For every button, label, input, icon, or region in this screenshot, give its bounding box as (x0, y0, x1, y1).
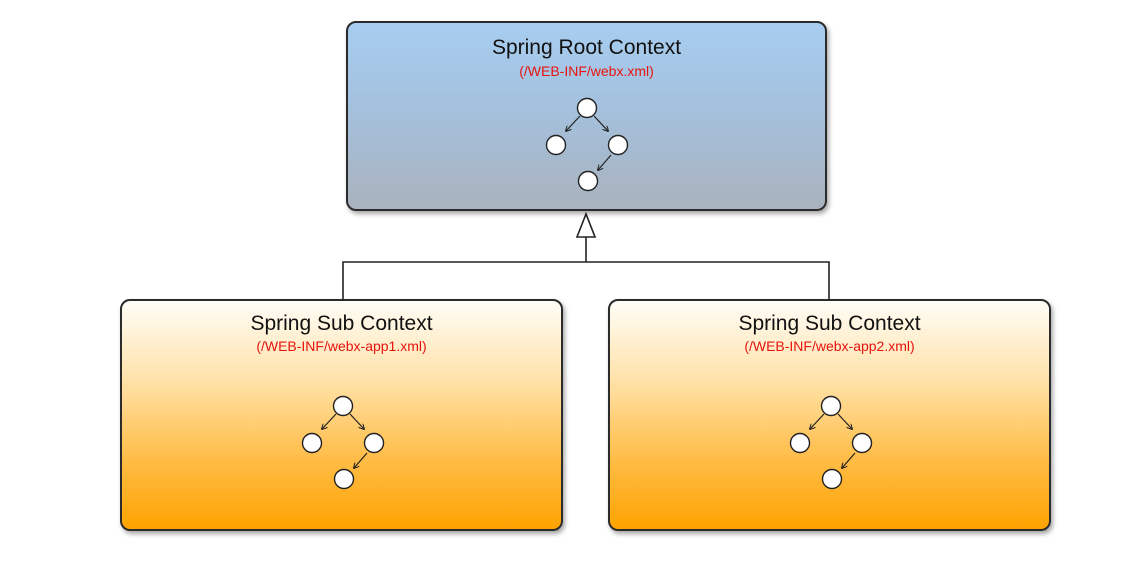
bean-node (820, 395, 842, 417)
bean-node (545, 134, 567, 156)
sub-context-box-app2: Spring Sub Context (/WEB-INF/webx-app2.x… (608, 299, 1051, 531)
root-context-config-path: (/WEB-INF/webx.xml) (519, 63, 654, 79)
sub-context-title: Spring Sub Context (738, 312, 921, 335)
bean-node (333, 468, 355, 490)
inheritance-arrowhead (575, 211, 597, 238)
bean-node (332, 395, 354, 417)
bean-node (576, 97, 598, 119)
bean-graph-icon (789, 395, 873, 490)
root-context-title: Spring Root Context (491, 36, 682, 59)
bean-node (577, 170, 599, 192)
bean-node (607, 134, 629, 156)
connector-line-sub1 (342, 261, 586, 299)
bean-node (363, 432, 385, 454)
connector-line-sub2 (586, 261, 830, 299)
sub-context-config-path: (/WEB-INF/webx-app1.xml) (256, 338, 427, 354)
sub-context-box-app1: Spring Sub Context (/WEB-INF/webx-app1.x… (120, 299, 563, 531)
sub-context-config-path: (/WEB-INF/webx-app2.xml) (744, 338, 915, 354)
sub-context-title: Spring Sub Context (250, 312, 433, 335)
bean-graph-icon (301, 395, 385, 490)
bean-node (821, 468, 843, 490)
bean-node (301, 432, 323, 454)
bean-graph-icon (545, 97, 629, 192)
bean-node (851, 432, 873, 454)
root-context-box: Spring Root Context (/WEB-INF/webx.xml) (346, 21, 827, 211)
bean-node (789, 432, 811, 454)
